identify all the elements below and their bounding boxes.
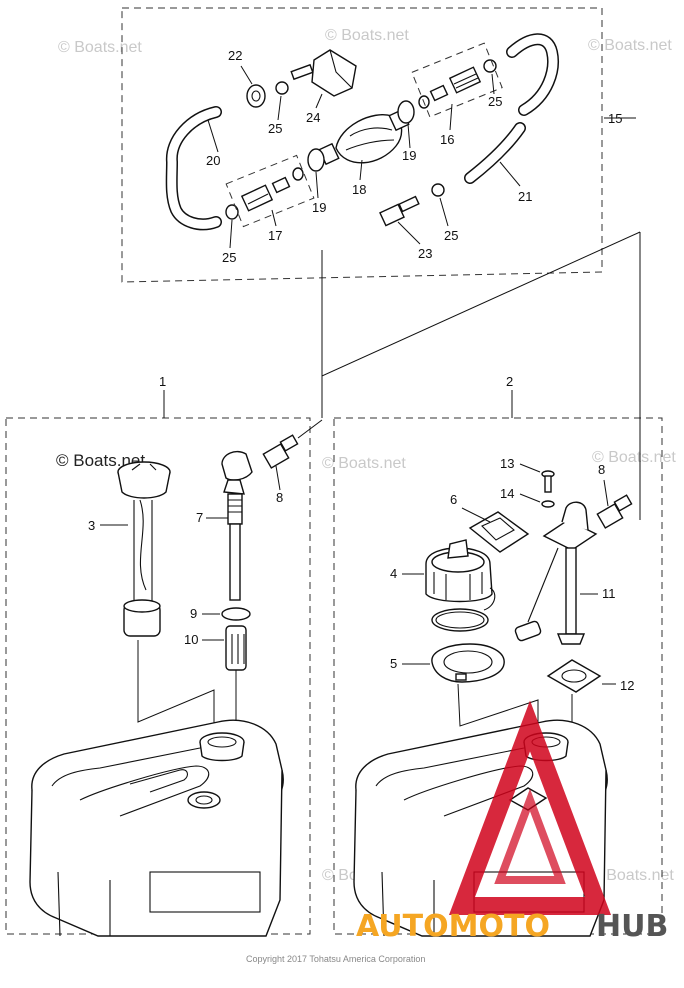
fuel-tank-1 xyxy=(29,719,284,937)
callout-25: 25 xyxy=(268,121,282,136)
callout-25: 25 xyxy=(222,250,236,265)
callout-13: 13 xyxy=(500,456,514,471)
callout-6: 6 xyxy=(450,492,457,507)
callout-10: 10 xyxy=(184,632,198,647)
check-valve-17 xyxy=(225,167,304,220)
watermark: © Boats.net xyxy=(588,37,672,54)
callout-22: 22 xyxy=(228,48,242,63)
group-17-box xyxy=(225,154,315,228)
callout-23: 23 xyxy=(418,246,432,261)
fuel-line-assembly-box xyxy=(121,7,603,283)
watermark: © Boats.net xyxy=(590,867,674,884)
callout-3: 3 xyxy=(88,518,95,533)
fitting-8 xyxy=(262,434,299,469)
clip-25 xyxy=(275,81,289,95)
gasket-12 xyxy=(546,659,602,693)
callout-15: 15 xyxy=(608,111,622,126)
collar-19 xyxy=(397,100,415,124)
callout-17: 17 xyxy=(268,228,282,243)
copyright-text: Copyright 2017 Tohatsu America Corporati… xyxy=(246,954,425,964)
watermark: © Boats.net xyxy=(592,449,676,466)
collar-19 xyxy=(307,148,325,172)
callout-18: 18 xyxy=(352,182,366,197)
filter-10 xyxy=(225,625,247,671)
link-line xyxy=(321,231,641,377)
fitting-23 xyxy=(379,195,420,227)
fuel-gauge-3 xyxy=(117,461,171,637)
callout-12: 12 xyxy=(620,678,634,693)
connector-24 xyxy=(290,49,357,97)
label-6 xyxy=(468,511,530,553)
callout-2: 2 xyxy=(506,374,513,389)
callout-8: 8 xyxy=(276,490,283,505)
fuel-pickup-7 xyxy=(221,450,253,601)
callout-24: 24 xyxy=(306,110,320,125)
callout-14: 14 xyxy=(500,486,514,501)
link-line xyxy=(297,419,323,439)
callout-4: 4 xyxy=(390,566,397,581)
callout-19: 19 xyxy=(312,200,326,215)
automotohub-logo: AUTOMOTO HUB xyxy=(356,700,668,944)
callout-9: 9 xyxy=(190,606,197,621)
watermark: © Boats.net xyxy=(325,27,409,44)
callout-25: 25 xyxy=(488,94,502,109)
collar-22 xyxy=(246,84,266,108)
callout-8: 8 xyxy=(598,462,605,477)
callout-1: 1 xyxy=(159,374,166,389)
logo-text-automoto: AUTOMOTO xyxy=(356,909,550,944)
callout-7: 7 xyxy=(196,510,203,525)
washer-14 xyxy=(541,500,555,508)
retainer-ring-5 xyxy=(431,643,505,683)
gauge-unit-11 xyxy=(514,501,598,645)
screw-13 xyxy=(541,470,555,493)
callout-20: 20 xyxy=(206,153,220,168)
primer-bulb-18 xyxy=(318,108,410,166)
check-valve-16 xyxy=(418,59,497,109)
logo-text-hub: HUB xyxy=(596,909,668,944)
logo-triangle-icon xyxy=(448,700,612,915)
callout-25: 25 xyxy=(444,228,458,243)
cap-gasket xyxy=(431,608,489,632)
watermark: © Boats.net xyxy=(58,39,142,56)
clip-25 xyxy=(431,183,445,197)
fitting-8 xyxy=(596,494,633,529)
watermark: © Boats.net xyxy=(322,455,406,472)
callout-21: 21 xyxy=(518,189,532,204)
tank-cap-4 xyxy=(425,539,496,611)
watermark-main: © Boats.net xyxy=(56,451,145,470)
callout-19: 19 xyxy=(402,148,416,163)
callout-5: 5 xyxy=(390,656,397,671)
callout-11: 11 xyxy=(602,586,616,601)
callout-16: 16 xyxy=(440,132,454,147)
o-ring-9 xyxy=(221,607,251,621)
